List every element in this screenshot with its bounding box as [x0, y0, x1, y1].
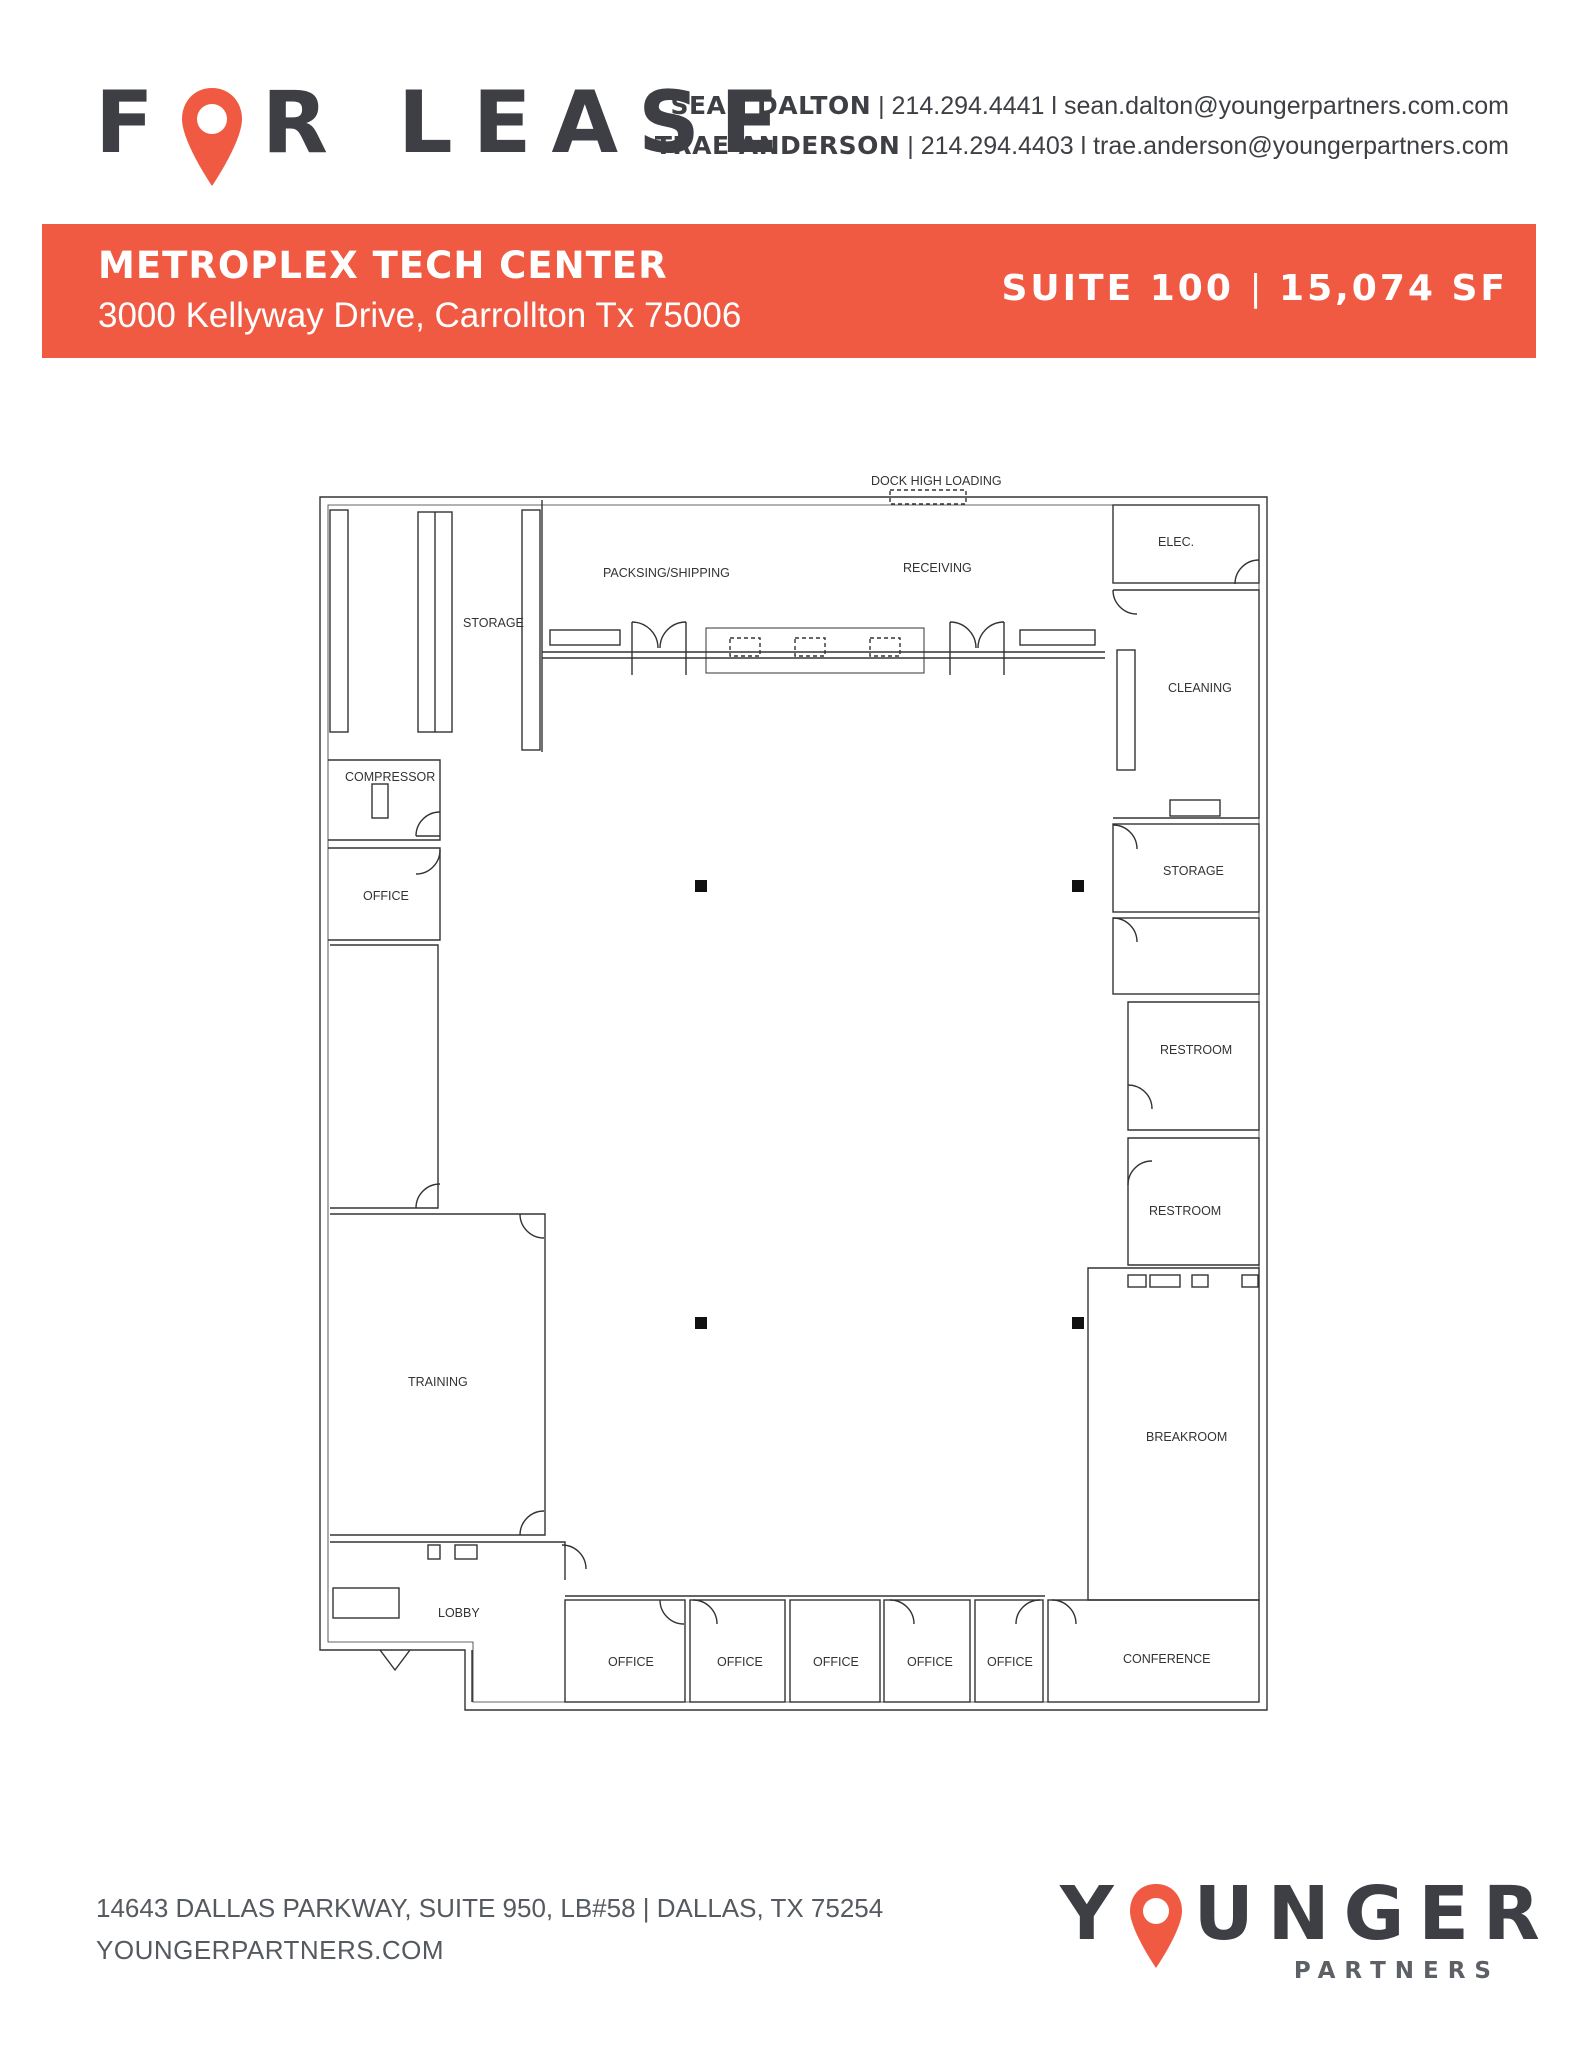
suite-area: 15,074 SF: [1279, 268, 1508, 309]
structural-columns: [695, 880, 1084, 1329]
label-conference: CONFERENCE: [1123, 1652, 1211, 1666]
label-elec: ELEC.: [1158, 535, 1194, 549]
label-office-3: OFFICE: [813, 1655, 859, 1669]
contact-row: SEAN DALTON | 214.294.4441 l sean.dalton…: [670, 91, 1509, 120]
label-office-5: OFFICE: [987, 1655, 1033, 1669]
suite-number: SUITE 100: [1001, 268, 1234, 309]
logo-part2: UNGER: [1193, 1871, 1554, 1957]
label-office-1: OFFICE: [608, 1655, 654, 1669]
property-banner: METROPLEX TECH CENTER 3000 Kellyway Driv…: [42, 224, 1536, 358]
label-compressor: COMPRESSOR: [345, 770, 435, 784]
location-pin-icon: [181, 88, 242, 186]
for-lease-title: F R LEASE: [95, 72, 799, 186]
label-packing: PACKSING/SHIPPING: [603, 566, 730, 580]
label-lobby: LOBBY: [438, 1606, 480, 1620]
label-office-left: OFFICE: [363, 889, 409, 903]
suite-info: SUITE 100 | 15,074 SF: [1001, 268, 1508, 309]
label-training: TRAINING: [408, 1375, 468, 1389]
title-part2: R LEASE: [261, 73, 799, 173]
label-storage-right: STORAGE: [1163, 864, 1224, 878]
label-receiving: RECEIVING: [903, 561, 972, 575]
contact-name: SEAN DALTON: [670, 91, 872, 120]
contact-list: SEAN DALTON | 214.294.4441 l sean.dalton…: [655, 86, 1509, 166]
footer-address: 14643 DALLAS PARKWAY, SUITE 950, LB#58 |…: [96, 1893, 884, 1923]
outer-wall-inner: [327, 504, 1260, 1703]
contact-phone: 214.294.4403: [920, 132, 1074, 160]
label-restroom-upper: RESTROOM: [1160, 1043, 1232, 1057]
contact-name: TRAE ANDERSON: [654, 131, 901, 160]
label-restroom-lower: RESTROOM: [1149, 1204, 1221, 1218]
title-part1: F: [95, 73, 174, 173]
property-address: 3000 Kellyway Drive, Carrollton Tx 75006: [98, 296, 742, 335]
label-office-4: OFFICE: [907, 1655, 953, 1669]
contact-row: TRAE ANDERSON | 214.294.4403 l trae.ande…: [654, 131, 1509, 160]
label-office-2: OFFICE: [717, 1655, 763, 1669]
contact-email[interactable]: sean.dalton@youngerpartners.com.com: [1063, 92, 1509, 120]
logo-subtitle: PARTNERS: [1293, 1958, 1500, 1984]
label-storage-top: STORAGE: [463, 616, 524, 630]
younger-partners-logo: Y UNGER PARTNERS: [1060, 1870, 1540, 1990]
contact-phone: 214.294.4441: [891, 92, 1045, 120]
outer-wall: [319, 496, 1268, 1711]
property-name: METROPLEX TECH CENTER: [98, 244, 668, 287]
floor-plan: DOCK HIGH LOADING PACKSING/SHIPPING RECE…: [319, 474, 1268, 1711]
logo-part1: Y: [1060, 1871, 1128, 1957]
label-cleaning: CLEANING: [1168, 681, 1232, 695]
contact-email[interactable]: trae.anderson@youngerpartners.com: [1093, 132, 1509, 160]
location-pin-icon: [1129, 1884, 1182, 1968]
label-dock: DOCK HIGH LOADING: [871, 474, 1002, 488]
header: F R LEASE SEAN DALTON | 214.294.4441 l s…: [0, 0, 1583, 210]
label-breakroom: BREAKROOM: [1146, 1430, 1227, 1444]
footer-website[interactable]: YOUNGERPARTNERS.COM: [96, 1935, 445, 1965]
